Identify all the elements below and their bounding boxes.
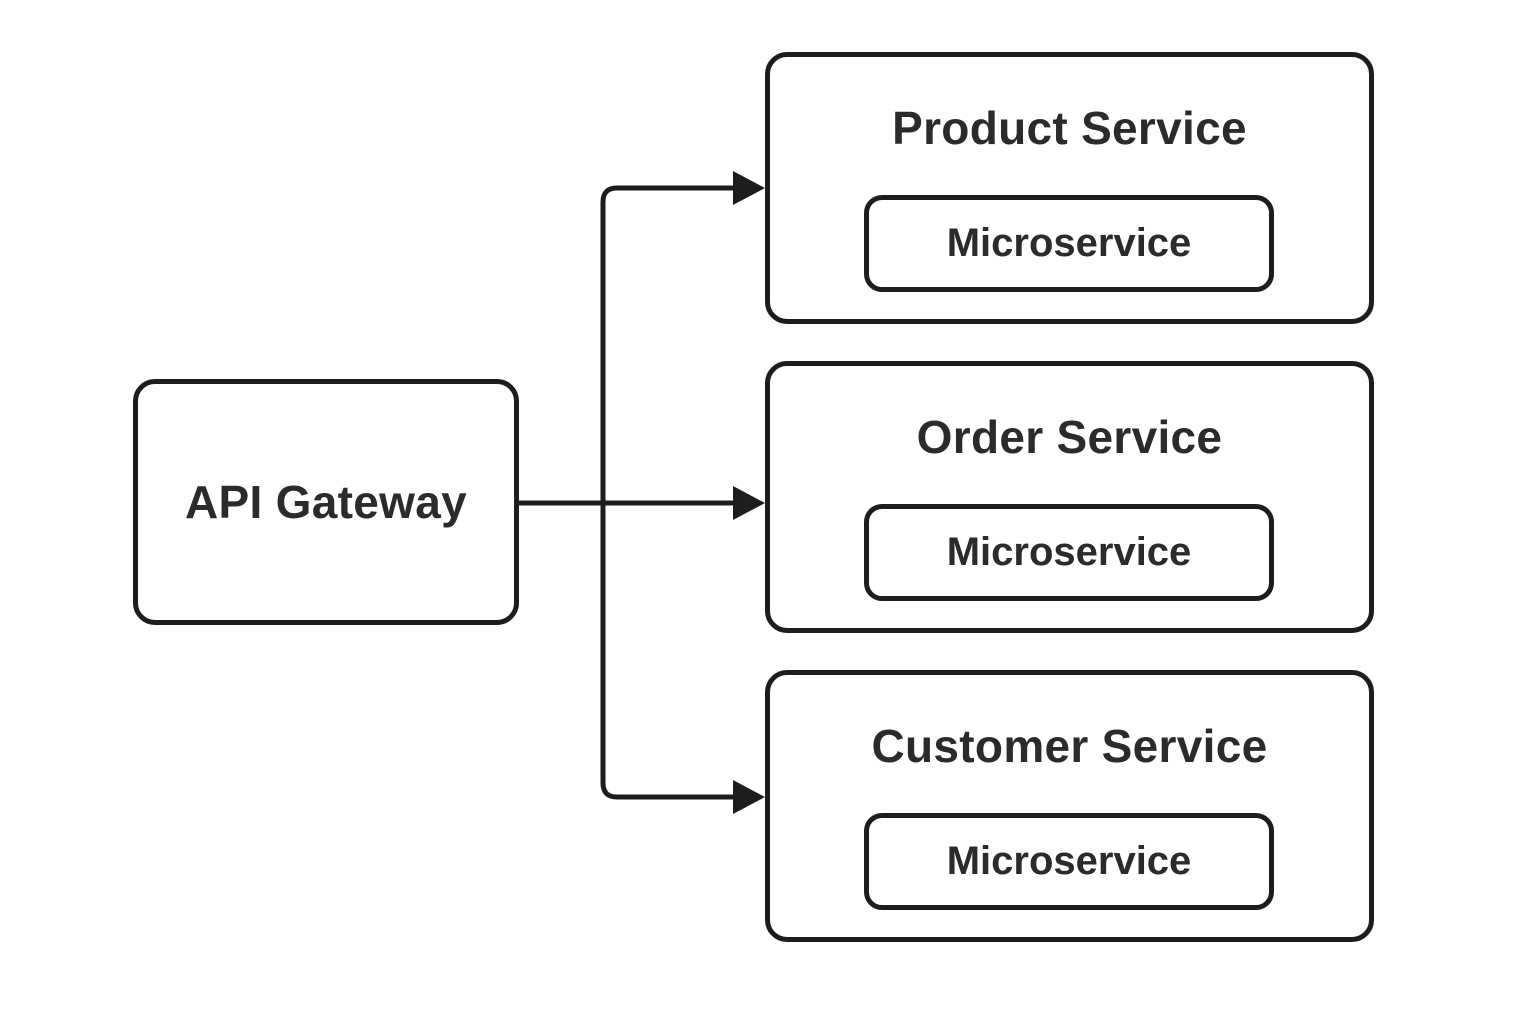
node-api-gateway: API Gateway: [133, 379, 519, 625]
arrowhead-order-icon: [733, 486, 765, 520]
order-service-title: Order Service: [916, 411, 1223, 463]
api-gateway-label: API Gateway: [185, 476, 467, 528]
arrowhead-product-icon: [733, 171, 765, 205]
node-order-service: Order Service Microservice: [765, 361, 1374, 633]
edge-gateway-branches: [600, 185, 736, 800]
order-microservice-badge: Microservice: [864, 504, 1274, 601]
customer-microservice-badge: Microservice: [864, 813, 1274, 910]
arrowhead-customer-icon: [733, 780, 765, 814]
product-service-title: Product Service: [892, 102, 1247, 154]
product-microservice-badge: Microservice: [864, 195, 1274, 292]
order-microservice-badge-label: Microservice: [946, 530, 1192, 574]
node-product-service: Product Service Microservice: [765, 52, 1374, 324]
customer-service-title: Customer Service: [871, 720, 1268, 772]
node-customer-service: Customer Service Microservice: [765, 670, 1374, 942]
product-microservice-badge-label: Microservice: [946, 221, 1192, 265]
customer-microservice-badge-label: Microservice: [946, 839, 1192, 883]
